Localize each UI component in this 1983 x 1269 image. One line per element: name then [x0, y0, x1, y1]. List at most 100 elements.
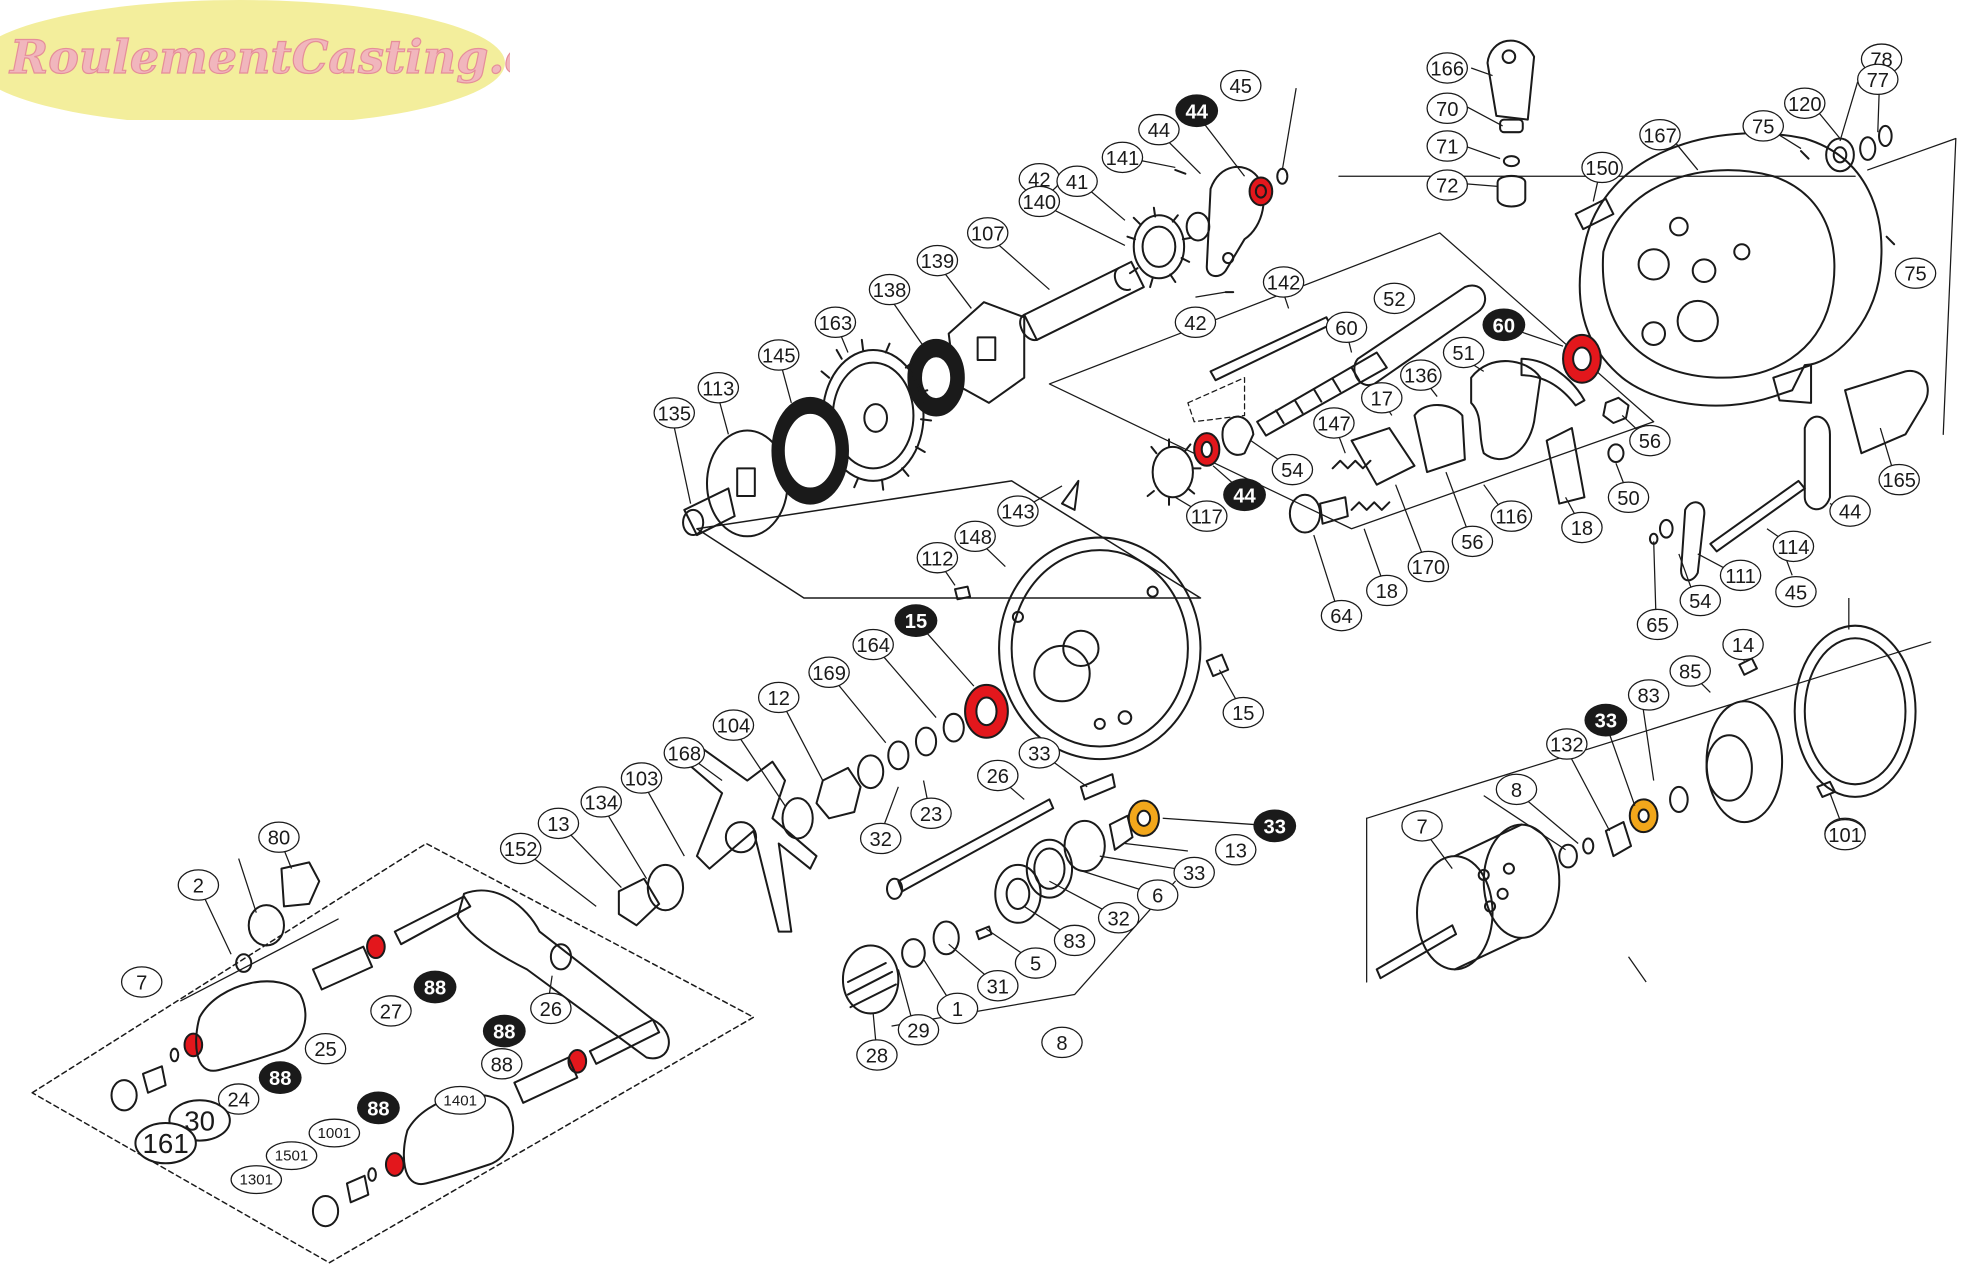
part-number: 136: [1404, 366, 1438, 388]
part-number: 60: [1335, 318, 1357, 340]
part-label-5: 5: [1014, 947, 1057, 979]
part-number: 134: [584, 792, 618, 814]
part-number: 56: [1461, 532, 1483, 554]
part-label-77: 77: [1857, 63, 1899, 96]
callout-number: 33: [1595, 711, 1617, 733]
part-number: 28: [866, 1046, 888, 1068]
part-label-72: 72: [1426, 169, 1469, 201]
part-label-117: 117: [1186, 500, 1228, 532]
part-number: 54: [1689, 591, 1711, 613]
logo-text: RoulementCasting.com: [8, 30, 510, 84]
part-number: 145: [762, 346, 796, 368]
part-label-18: 18: [1366, 574, 1408, 607]
part-number: 25: [314, 1039, 336, 1061]
part-label-56: 56: [1629, 424, 1671, 457]
part-number: 142: [1267, 273, 1301, 295]
part-number: 138: [873, 280, 907, 302]
part-label-8: 8: [1041, 1026, 1083, 1059]
part-label-116: 116: [1490, 500, 1533, 532]
part-label-166: 166: [1426, 52, 1469, 84]
part-number: 107: [971, 223, 1005, 245]
part-label-165: 165: [1878, 463, 1920, 496]
part-number: 1001: [318, 1125, 352, 1142]
part-label-42: 42: [1018, 163, 1061, 195]
part-label-132: 132: [1546, 728, 1588, 760]
part-number: 42: [1184, 313, 1206, 335]
part-number: 113: [702, 378, 734, 400]
part-number: 101: [1828, 825, 1862, 847]
part-number: 45: [1785, 582, 1807, 604]
part-label-45: 45: [1775, 575, 1817, 608]
part-number: 75: [1752, 116, 1774, 138]
callout-number: 44: [1233, 485, 1256, 507]
part-number: 163: [819, 313, 853, 335]
part-number: 5: [1030, 954, 1041, 976]
part-number: 114: [1777, 537, 1809, 559]
bearing-callout-44: 44: [1175, 94, 1219, 128]
part-label-7: 7: [120, 966, 163, 998]
bearing-callout-88: 88: [357, 1091, 400, 1125]
part-label-23: 23: [910, 797, 952, 830]
part-number: 41: [1066, 172, 1088, 194]
part-label-28: 28: [856, 1039, 898, 1071]
bearing-callout-60: 60: [1482, 308, 1526, 342]
part-number: 56: [1639, 431, 1661, 453]
part-label-148: 148: [954, 520, 996, 553]
part-label-33: 33: [1018, 737, 1061, 769]
part-number: 13: [1225, 840, 1247, 862]
part-label-6: 6: [1136, 879, 1179, 911]
part-label-27: 27: [370, 995, 412, 1027]
part-number: 103: [625, 769, 659, 791]
part-label-167: 167: [1639, 118, 1681, 151]
part-label-45: 45: [1219, 69, 1262, 102]
part-label-52: 52: [1373, 282, 1416, 315]
part-number: 135: [657, 403, 691, 425]
logo: RoulementCasting.com: [0, 0, 510, 120]
part-label-138: 138: [868, 273, 911, 306]
part-label-18: 18: [1561, 511, 1603, 544]
part-number: 7: [136, 973, 147, 995]
part-number: 77: [1867, 70, 1889, 92]
part-label-56: 56: [1451, 525, 1494, 558]
part-number: 141: [1106, 148, 1140, 170]
part-label-54: 54: [1271, 453, 1314, 486]
part-label-1001: 1001: [308, 1118, 361, 1148]
part-label-111: 111: [1719, 559, 1762, 592]
part-label-152: 152: [499, 832, 542, 865]
part-number: 75: [1904, 264, 1926, 286]
part-number: 70: [1436, 99, 1458, 121]
part-label-8: 8: [1495, 773, 1538, 806]
part-number: 44: [1148, 120, 1170, 142]
part-label-12: 12: [757, 681, 800, 714]
part-number: 170: [1412, 557, 1446, 579]
part-number: 50: [1617, 488, 1639, 510]
part-label-1: 1: [936, 992, 979, 1025]
part-label-2: 2: [177, 869, 220, 901]
part-label-103: 103: [620, 762, 663, 794]
part-label-71: 71: [1426, 130, 1469, 162]
part-number: 80: [268, 828, 290, 850]
part-number: 72: [1436, 176, 1458, 198]
part-label-150: 150: [1581, 151, 1623, 184]
part-label-1501: 1501: [265, 1141, 318, 1171]
part-label-88: 88: [481, 1048, 523, 1080]
part-number: 164: [856, 635, 890, 657]
part-label-33: 33: [1173, 856, 1215, 889]
part-label-168: 168: [663, 737, 706, 769]
part-number: 83: [1637, 685, 1659, 707]
logo-ellipse: [0, 0, 505, 120]
callout-number: 88: [493, 1022, 515, 1044]
part-label-107: 107: [966, 217, 1009, 249]
part-label-13: 13: [537, 807, 580, 840]
part-number: 88: [491, 1054, 513, 1076]
bearing-callout-88: 88: [413, 970, 457, 1004]
part-number: 17: [1371, 388, 1393, 410]
part-label-112: 112: [916, 541, 959, 574]
part-number: 6: [1152, 886, 1163, 908]
callout-number: 44: [1186, 101, 1209, 123]
part-number: 42: [1028, 169, 1050, 191]
part-number: 161: [143, 1128, 189, 1159]
part-number: 169: [812, 663, 846, 685]
part-number: 139: [921, 251, 955, 273]
part-label-50: 50: [1607, 481, 1650, 514]
